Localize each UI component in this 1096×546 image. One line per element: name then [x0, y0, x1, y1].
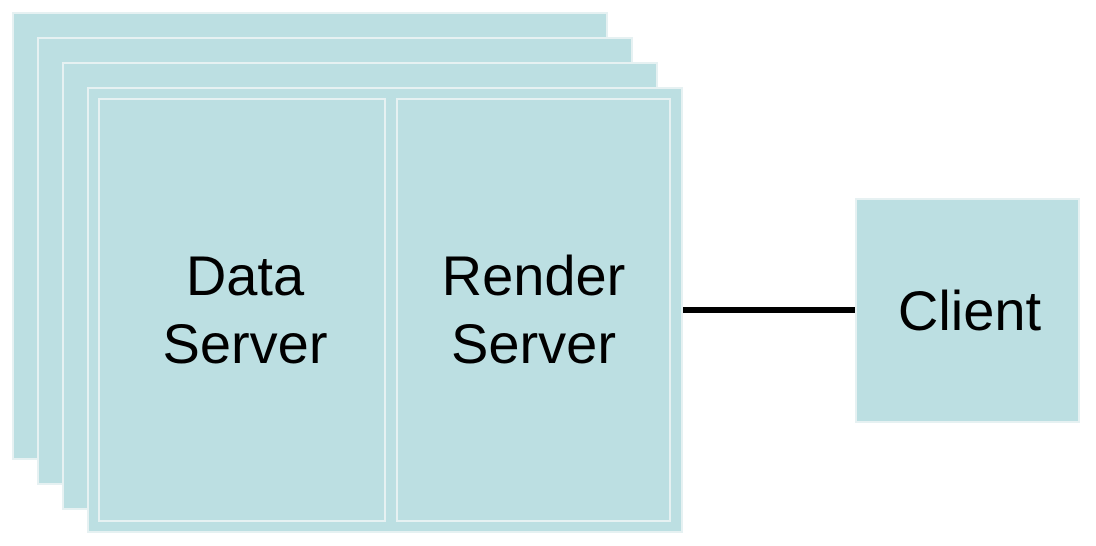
render-server-label-line2: Server — [451, 312, 616, 375]
data-server-label-line2: Server — [162, 312, 328, 375]
client-box: Client — [855, 198, 1080, 423]
render-server-box: Render Server — [396, 98, 671, 522]
data-server-box: Data Server — [98, 98, 386, 522]
render-server-label-line1: Render — [441, 244, 626, 307]
server-client-connector — [683, 307, 856, 313]
data-server-label-line1: Data — [185, 244, 305, 307]
client-label: Client — [897, 278, 1042, 342]
